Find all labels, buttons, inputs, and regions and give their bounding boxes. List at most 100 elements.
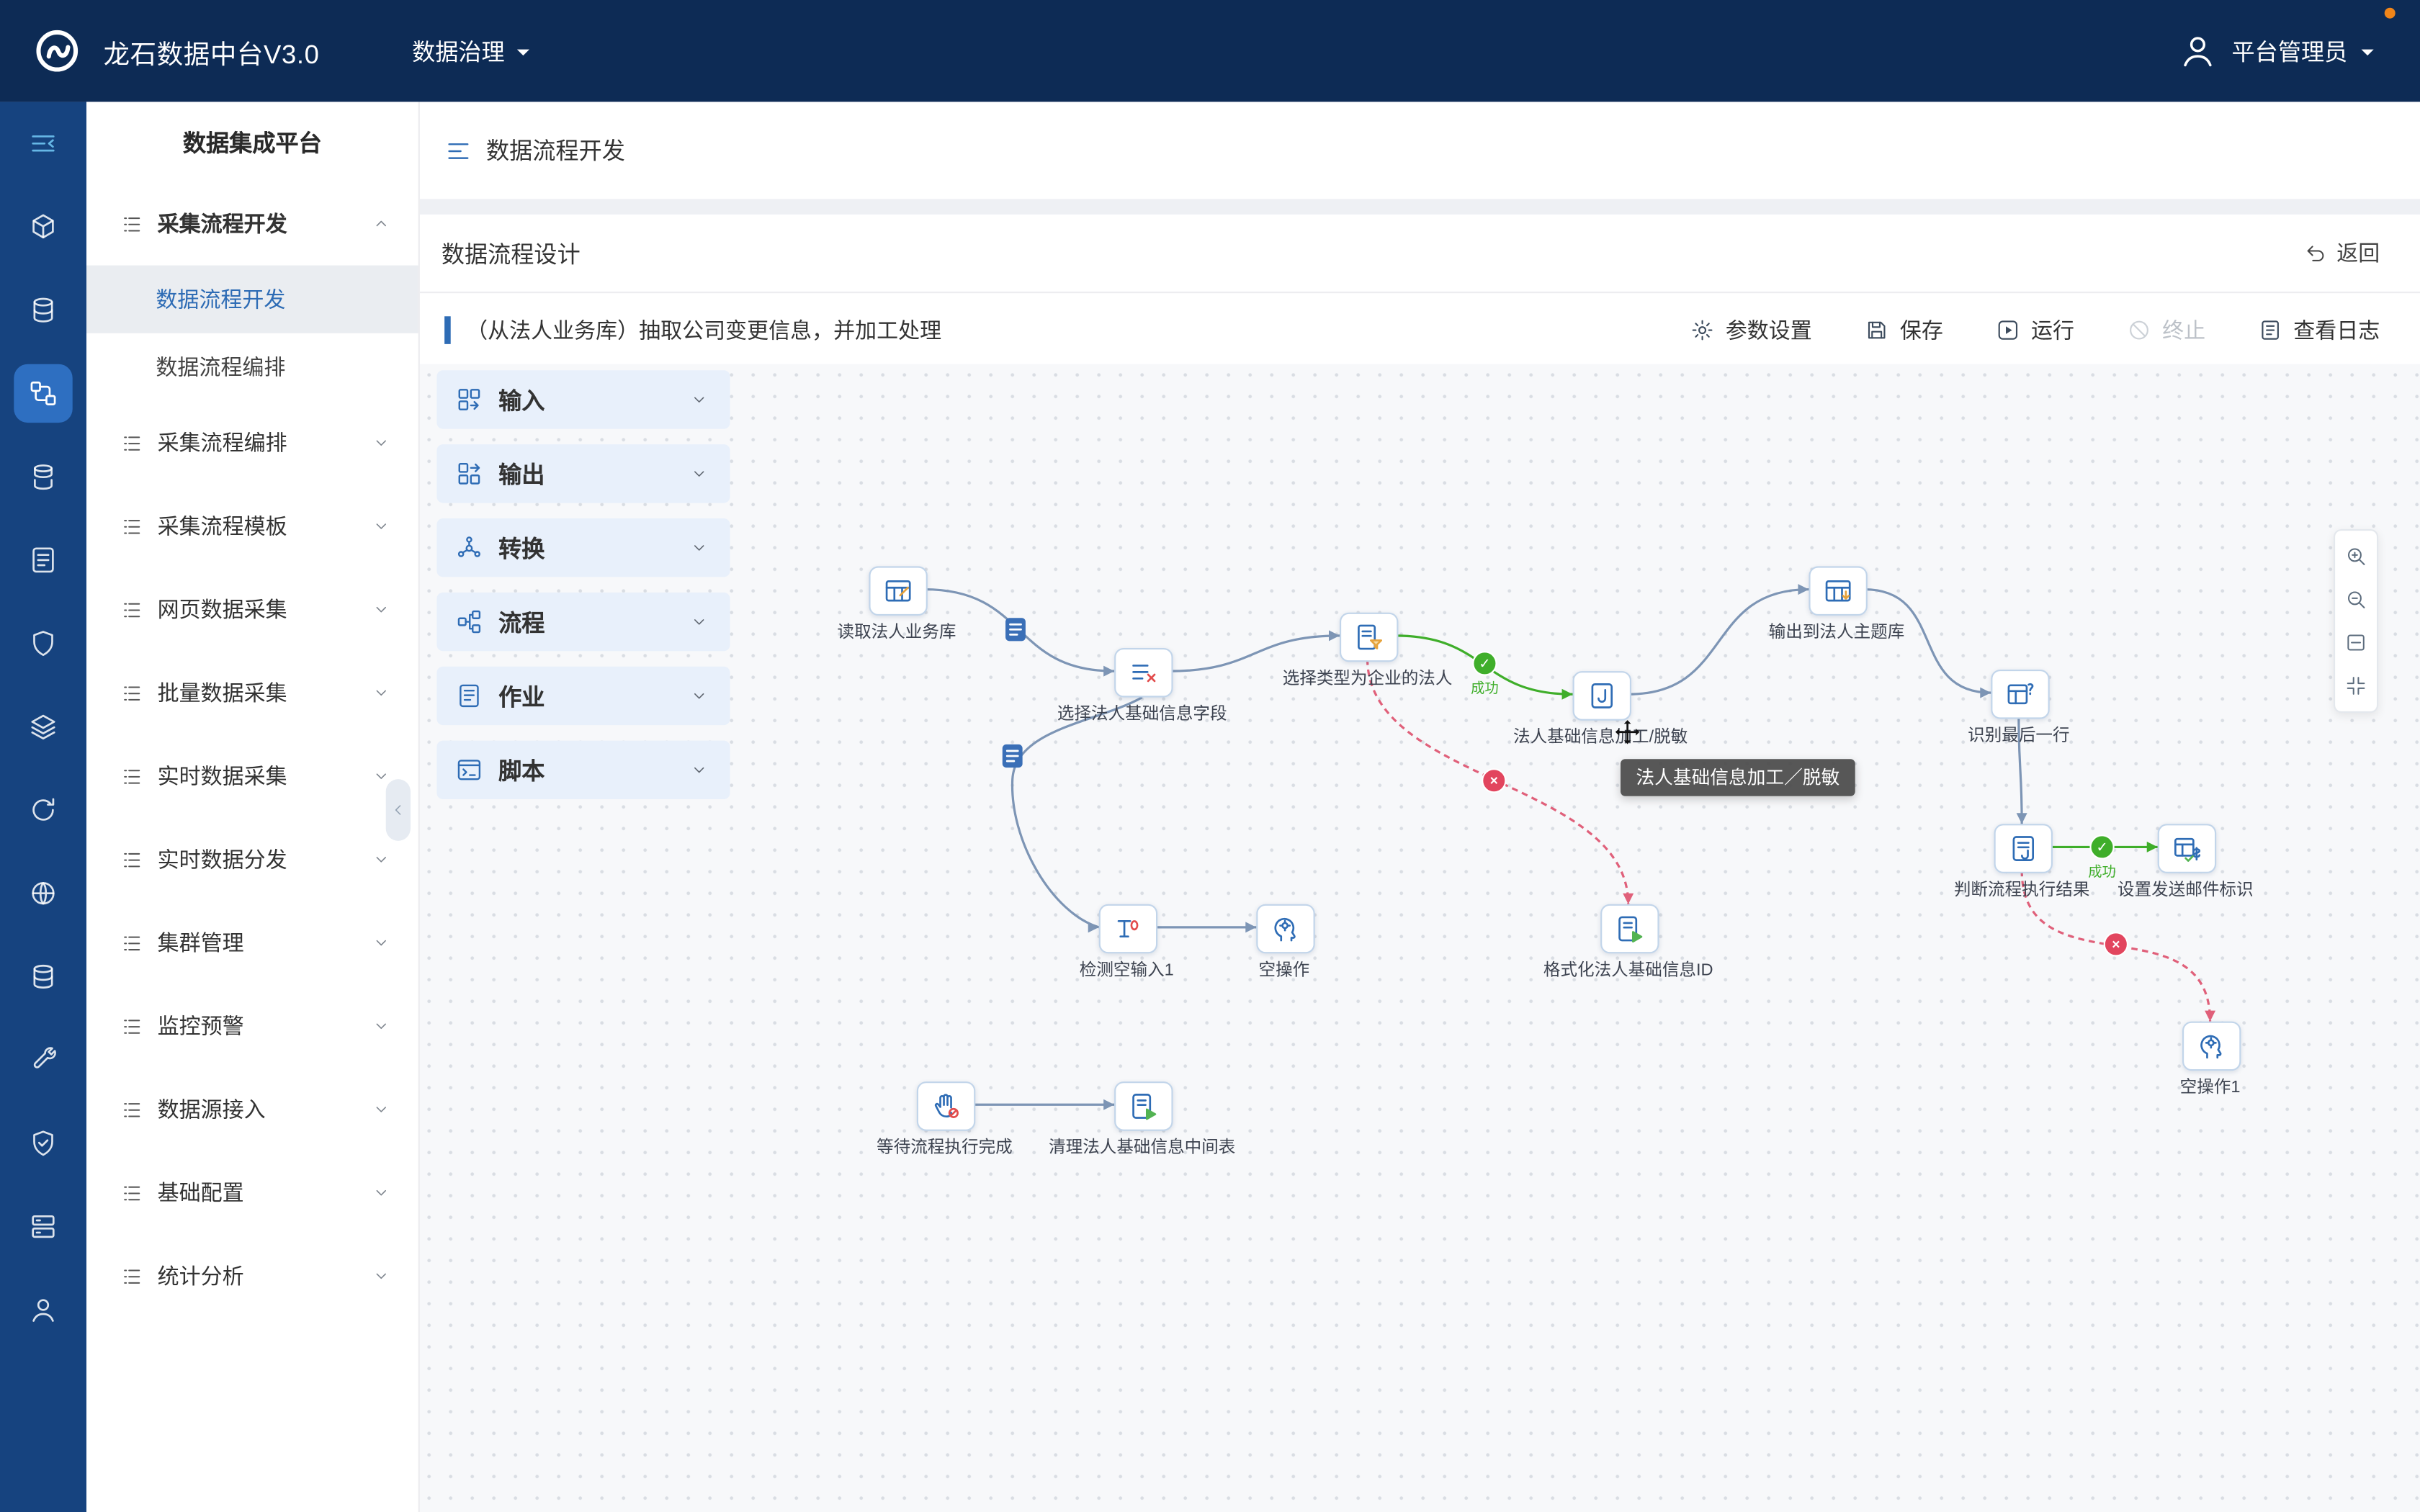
scroll-play-icon — [1128, 1091, 1159, 1122]
node-mail-flag[interactable] — [2157, 824, 2217, 873]
node-format-id[interactable] — [1600, 904, 1659, 954]
zoom-out-button[interactable] — [2344, 588, 2367, 611]
icon-rail — [0, 102, 86, 1512]
sidebar-item-3[interactable]: 网页数据采集 — [86, 568, 418, 652]
sidebar-subitem-0-0[interactable]: 数据流程开发 — [86, 265, 418, 333]
node-clean-table[interactable] — [1114, 1081, 1173, 1131]
panel-collapse-icon — [14, 114, 72, 173]
sidebar-item-10[interactable]: 基础配置 — [86, 1151, 418, 1235]
rail-item-storage[interactable] — [0, 1185, 86, 1269]
rail-item-shield-check[interactable] — [0, 1102, 86, 1185]
toolbar-button-4[interactable]: 查看日志 — [2258, 314, 2380, 345]
palette-group-0[interactable]: 输入 — [436, 370, 730, 429]
back-button[interactable]: 返回 — [2304, 238, 2380, 269]
stack-icon — [14, 698, 72, 756]
list-icon — [120, 212, 143, 235]
chevron-down-icon — [690, 539, 709, 557]
zoom-in-button[interactable] — [2344, 544, 2367, 567]
sidebar-item-5[interactable]: 实时数据采集 — [86, 734, 418, 818]
sidebar-item-label: 采集流程开发 — [157, 211, 287, 236]
rail-item-stack[interactable] — [0, 685, 86, 768]
input-icon — [455, 386, 483, 414]
toolbar-button-label: 运行 — [2031, 317, 2074, 342]
sidebar-title: 数据集成平台 — [182, 130, 322, 157]
rail-item-sync[interactable] — [0, 768, 86, 852]
sidebar-item-8[interactable]: 监控预警 — [86, 984, 418, 1068]
logo-icon — [31, 24, 84, 77]
node-wait-finish[interactable] — [916, 1081, 976, 1131]
toolbar-button-0[interactable]: 参数设置 — [1690, 314, 1812, 345]
list-icon — [120, 1264, 143, 1287]
node-process-mask[interactable] — [1572, 671, 1631, 721]
palette-group-1[interactable]: 输出 — [436, 444, 730, 503]
script-icon — [455, 756, 483, 784]
sync-icon — [14, 780, 72, 839]
node-select-fields[interactable] — [1114, 648, 1173, 698]
node-read-db[interactable] — [869, 566, 928, 616]
list-icon — [120, 515, 143, 538]
node-noop[interactable] — [1256, 904, 1315, 954]
list-icon — [120, 598, 143, 621]
node-noop1[interactable] — [2182, 1021, 2241, 1071]
rail-item-cube[interactable] — [0, 185, 86, 269]
chevron-down-icon — [372, 433, 390, 452]
rail-item-form[interactable] — [0, 518, 86, 602]
sidebar-item-label: 基础配置 — [157, 1180, 244, 1205]
sidebar-item-4[interactable]: 批量数据采集 — [86, 651, 418, 734]
sidebar-item-11[interactable]: 统计分析 — [86, 1234, 418, 1318]
rail-item-shield[interactable] — [0, 602, 86, 685]
flow-toolbar: （从法人业务库）抽取公司变更信息，并加工处理 参数设置保存运行终止查看日志 — [418, 293, 2420, 366]
toolbar-button-1[interactable]: 保存 — [1865, 314, 1943, 345]
tbl-q-icon — [2005, 679, 2036, 710]
node-last-row[interactable] — [1991, 670, 2050, 719]
scroll-j-icon — [1587, 680, 1618, 711]
palette-group-3[interactable]: 流程 — [436, 592, 730, 652]
sidebar-item-label: 实时数据分发 — [157, 847, 287, 872]
sidebar-collapse-handle[interactable] — [385, 779, 411, 841]
flow-canvas[interactable] — [418, 364, 2420, 1512]
chevron-down-icon — [372, 683, 390, 702]
palette-group-label: 输出 — [498, 462, 545, 489]
collapse-view-button[interactable] — [2344, 674, 2367, 697]
chevron-down-icon — [690, 390, 709, 409]
sidebar-item-6[interactable]: 实时数据分发 — [86, 818, 418, 901]
node-detect-empty[interactable] — [1098, 904, 1158, 954]
rail-item-user[interactable] — [0, 1268, 86, 1351]
sidebar-item-0[interactable]: 采集流程开发 — [86, 182, 418, 266]
rail-item-dataflow[interactable] — [0, 352, 86, 436]
rail-item-database[interactable] — [0, 269, 86, 352]
topbar-nav-data-governance[interactable]: 数据治理 — [412, 35, 529, 67]
palette-group-5[interactable]: 脚本 — [436, 740, 730, 799]
fit-view-button[interactable] — [2344, 631, 2367, 654]
rail-item-database-alt[interactable] — [0, 935, 86, 1019]
node-filter-corp[interactable] — [1340, 612, 1399, 662]
sidebar-item-label: 集群管理 — [157, 930, 244, 955]
sidebar-item-2[interactable]: 采集流程模板 — [86, 485, 418, 568]
sidebar-item-7[interactable]: 集群管理 — [86, 901, 418, 984]
chevron-down-icon — [372, 850, 390, 869]
sidebar-subitem-0-1[interactable]: 数据流程编排 — [86, 333, 418, 401]
notification-dot — [2384, 7, 2396, 19]
chevron-down-icon — [372, 600, 390, 619]
rail-item-panel-collapse[interactable] — [0, 102, 86, 185]
node-output-db[interactable] — [1809, 566, 1868, 616]
sidebar-item-1[interactable]: 采集流程编排 — [86, 401, 418, 485]
rail-item-wrench[interactable] — [0, 1018, 86, 1102]
sidebar-item-label: 网页数据采集 — [157, 597, 287, 622]
sidebar-item-9[interactable]: 数据源接入 — [86, 1068, 418, 1151]
palette-group-4[interactable]: 作业 — [436, 666, 730, 726]
palette-group-label: 脚本 — [498, 758, 545, 785]
node-judge-result[interactable] — [1994, 824, 2053, 873]
flow-description-text: （从法人业务库）抽取公司变更信息，并加工处理 — [466, 317, 942, 342]
user-icon — [14, 1281, 72, 1339]
palette-group-2[interactable]: 转换 — [436, 518, 730, 577]
user-menu[interactable]: 平台管理员 — [2178, 31, 2374, 71]
shield-icon — [14, 614, 72, 672]
head-gear-icon — [1270, 914, 1301, 945]
rail-item-globe[interactable] — [0, 852, 86, 935]
chevron-down-icon — [690, 613, 709, 631]
sidebar: 数据集成平台 采集流程开发数据流程开发数据流程编排采集流程编排采集流程模板网页数… — [86, 102, 420, 1512]
palette-group-label: 转换 — [498, 536, 545, 563]
rail-item-data-layers[interactable] — [0, 435, 86, 518]
toolbar-button-2[interactable]: 运行 — [1996, 314, 2074, 345]
